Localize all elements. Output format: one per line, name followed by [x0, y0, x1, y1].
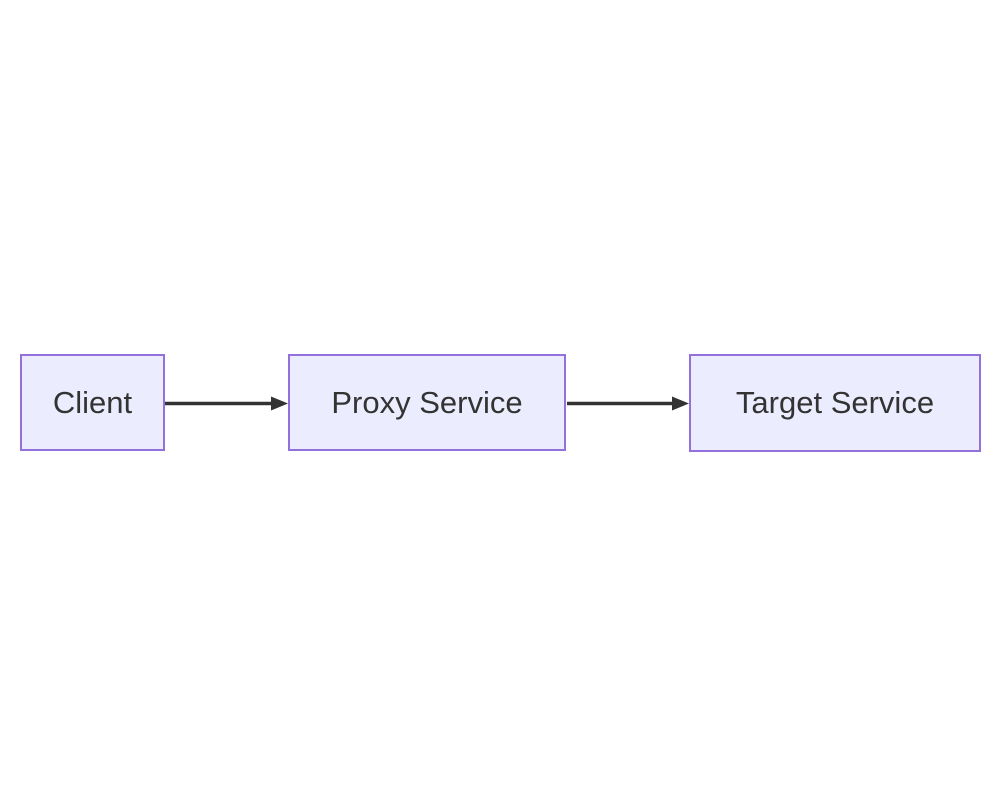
edge-proxy-to-target	[567, 396, 689, 411]
node-client-label: Client	[52, 384, 133, 420]
node-proxy-service: Proxy Service	[288, 354, 566, 451]
node-target-service: Target Service	[689, 354, 981, 452]
node-target-service-label: Target Service	[735, 385, 935, 420]
arrowhead-icon	[672, 396, 689, 411]
arrowhead-icon	[271, 396, 288, 411]
edge-client-to-proxy	[165, 396, 288, 411]
node-proxy-service-label: Proxy Service	[331, 384, 523, 420]
node-client: Client	[20, 354, 165, 451]
